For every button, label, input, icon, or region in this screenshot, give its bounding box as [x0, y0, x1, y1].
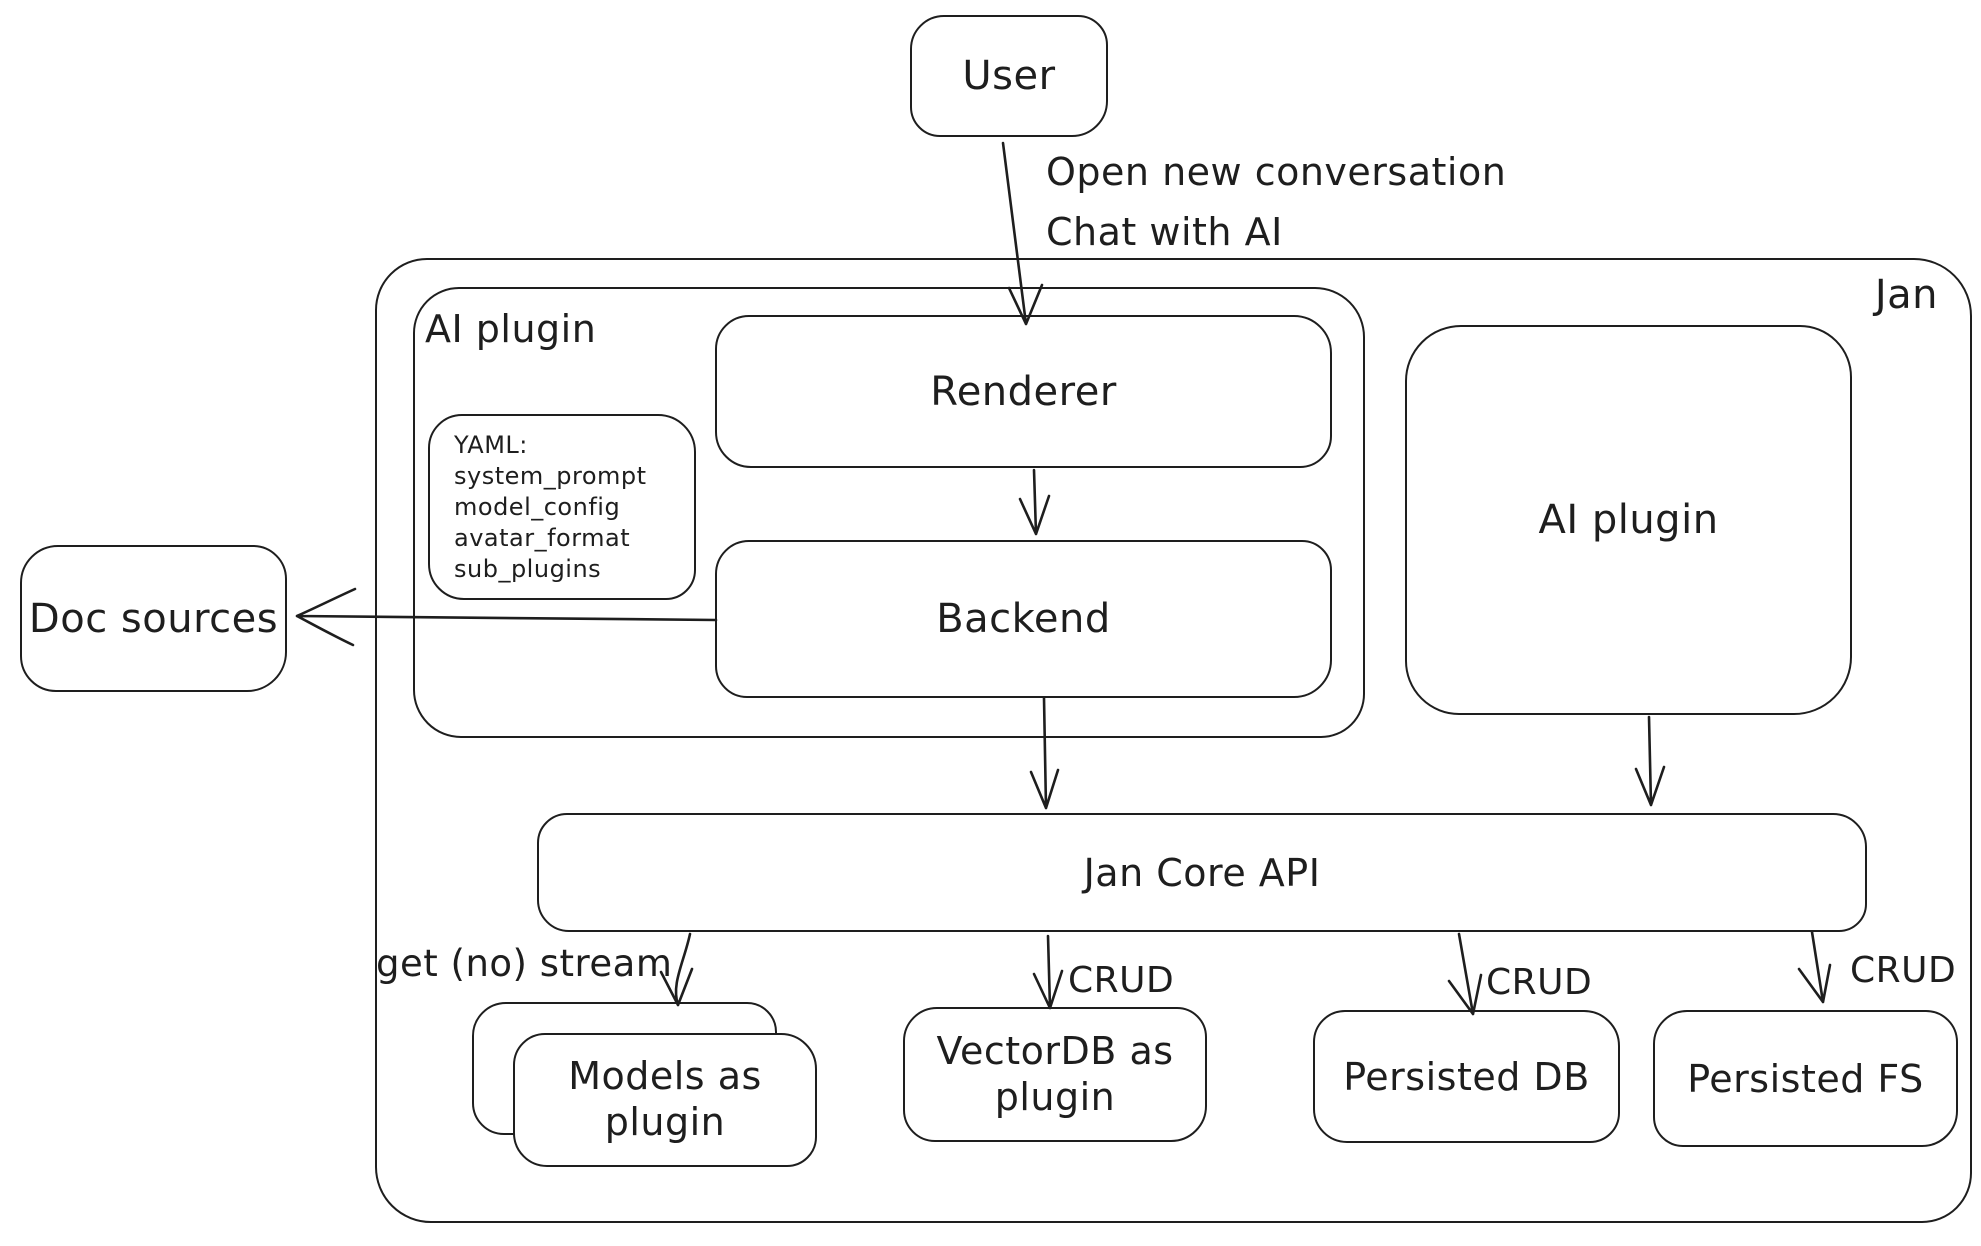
vectordb-as-plugin-label: VectorDB as plugin [936, 1028, 1174, 1119]
edge-label-user-action-line1: Open new conversation [1046, 150, 1507, 194]
backend-label: Backend [936, 596, 1111, 642]
node-user: User [910, 15, 1108, 137]
node-ai-plugin: AI plugin [1405, 325, 1852, 715]
doc-sources-label: Doc sources [28, 595, 279, 642]
edge-label-crud-persisted-fs: CRUD [1850, 950, 1957, 991]
jan-core-api-label: Jan Core API [1083, 850, 1321, 895]
node-persisted-fs: Persisted FS [1653, 1010, 1958, 1147]
yaml-note-line: model_config [454, 493, 621, 521]
models-as-plugin-label: Models as plugin [568, 1054, 762, 1144]
node-jan-core-api: Jan Core API [537, 813, 1867, 932]
node-backend: Backend [715, 540, 1332, 698]
yaml-note-line: sub_plugins [454, 555, 602, 583]
node-renderer: Renderer [715, 315, 1332, 468]
node-doc-sources: Doc sources [20, 545, 287, 692]
node-persisted-db: Persisted DB [1313, 1010, 1620, 1143]
yaml-note-line: avatar_format [454, 524, 631, 552]
node-vectordb-as-plugin: VectorDB as plugin [903, 1007, 1207, 1142]
yaml-note: YAML: system_prompt model_config avatar_… [428, 414, 696, 600]
yaml-note-line: system_prompt [454, 462, 647, 490]
renderer-label: Renderer [930, 368, 1117, 415]
edge-label-crud-persisted-db: CRUD [1486, 962, 1593, 1003]
user-label: User [962, 53, 1056, 99]
edge-label-user-action: Open new conversation Chat with AI [1046, 142, 1506, 262]
jan-container-label: Jan [1874, 272, 1938, 318]
edge-label-stream: get (no) stream [376, 942, 673, 985]
yaml-note-line: YAML: [454, 431, 528, 459]
ai-plugin-container-label: AI plugin [425, 307, 597, 351]
persisted-db-label: Persisted DB [1343, 1054, 1590, 1099]
ai-plugin-label: AI plugin [1538, 497, 1719, 543]
edge-label-user-action-line2: Chat with AI [1046, 210, 1283, 254]
persisted-fs-label: Persisted FS [1687, 1056, 1924, 1101]
edge-label-crud-vectordb: CRUD [1068, 960, 1175, 1001]
node-models-as-plugin: Models as plugin [513, 1033, 817, 1167]
